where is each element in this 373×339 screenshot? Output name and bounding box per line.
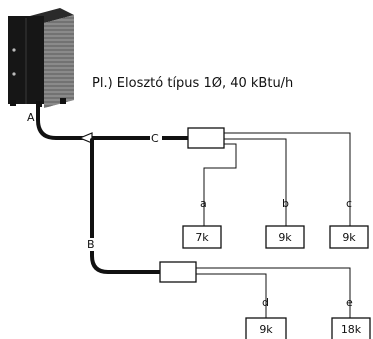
distributor-box-1: [187, 127, 225, 149]
unit-capacity: 7k: [195, 231, 209, 244]
outdoor-unit: [8, 8, 74, 108]
indoor-unit: b 9k: [265, 197, 305, 249]
unit-letter: a: [200, 197, 207, 210]
indoor-unit: c 9k: [329, 197, 369, 249]
unit-capacity: 9k: [278, 231, 292, 244]
pipe-a: [36, 101, 84, 140]
pipe-label-b-bg: [86, 238, 98, 251]
diagram-caption: Pl.) Elosztó típus 1Ø, 40 kBtu/h: [92, 76, 293, 91]
unit-box: [182, 225, 222, 249]
branch-lines-1: [203, 132, 351, 226]
unit-letter: c: [346, 197, 352, 210]
unit-box: [245, 317, 287, 339]
indoor-unit: d 9k: [245, 296, 287, 339]
unit-capacity: 9k: [259, 323, 273, 336]
unit-letter: d: [262, 296, 269, 309]
unit-capacity: 18k: [341, 323, 362, 336]
unit-box: [329, 225, 369, 249]
unit-capacity: 9k: [342, 231, 356, 244]
pipe-label-c-bg: [150, 132, 162, 144]
unit-letter: b: [282, 197, 289, 210]
unit-letter: e: [346, 296, 353, 309]
distributor-box-2: [159, 261, 197, 283]
pipe-label-a: A: [27, 111, 35, 124]
unit-box: [331, 317, 371, 339]
pipe-b: [90, 138, 162, 274]
unit-box: [265, 225, 305, 249]
pipe-label-b: B: [87, 238, 95, 251]
branch-lines-2: [196, 267, 351, 318]
indoor-unit: e 18k: [331, 296, 371, 339]
indoor-unit: a 7k: [182, 197, 222, 249]
pipe-label-c: C: [151, 132, 159, 145]
